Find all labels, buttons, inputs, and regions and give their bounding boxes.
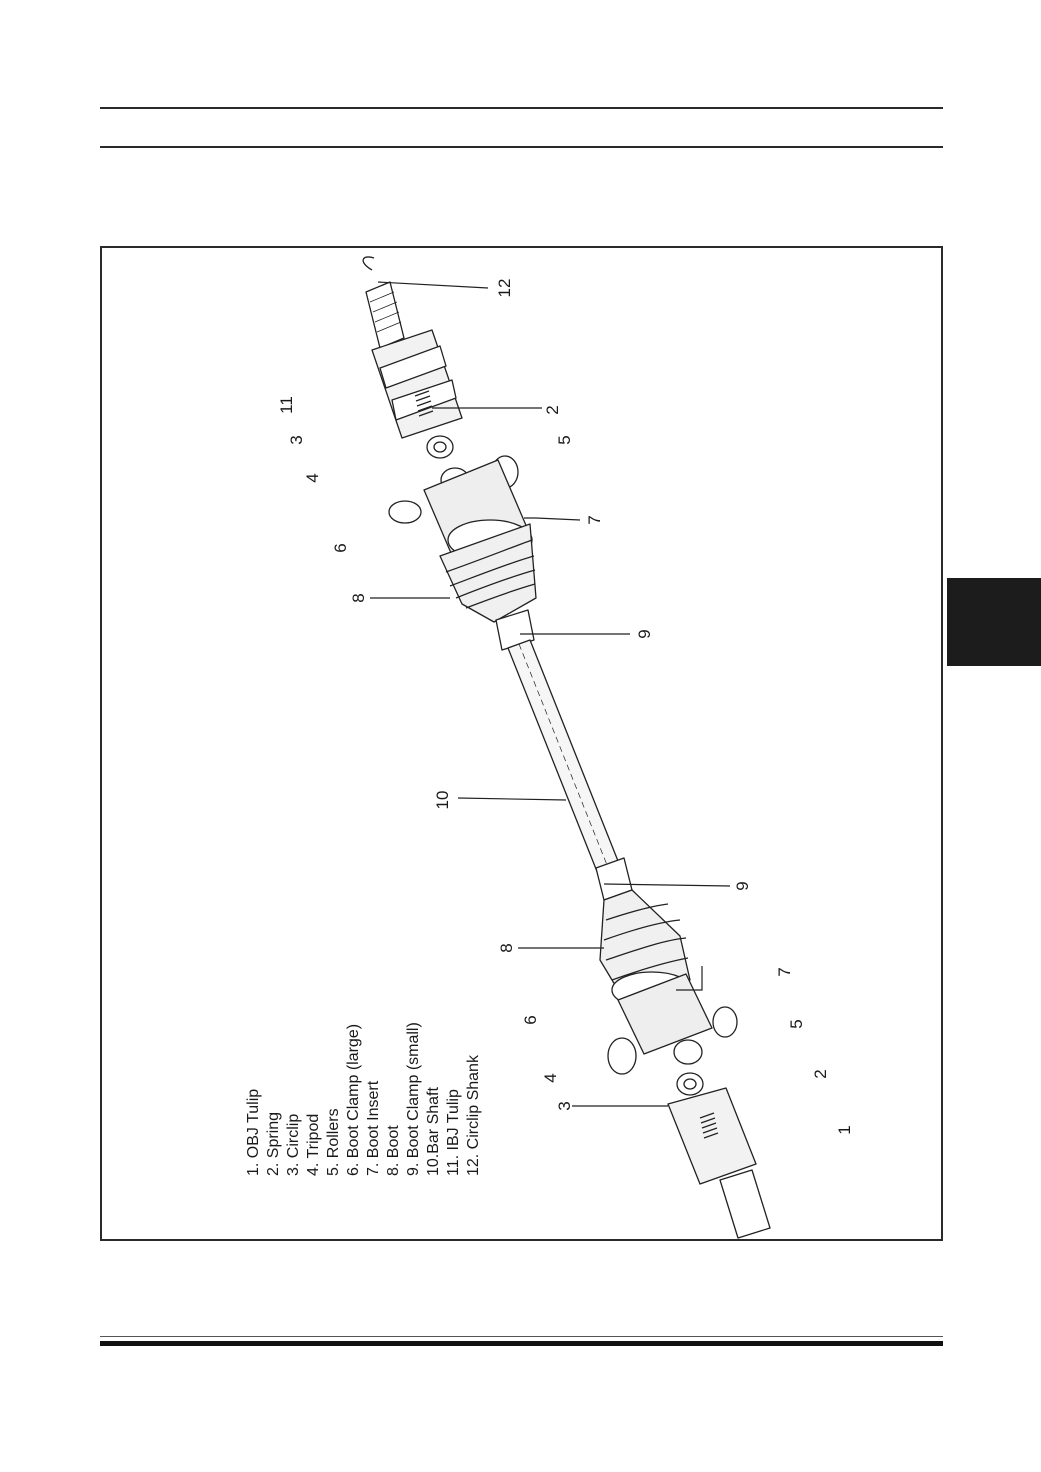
ibj-spring	[414, 390, 434, 417]
legend-item: 9. Boot Clamp (small)	[405, 1022, 422, 1176]
obj-roller	[712, 1006, 738, 1038]
callout-6: 6	[331, 543, 350, 552]
obj-stub-shaft	[719, 1169, 771, 1239]
callout-leaders	[370, 281, 731, 1107]
ibj-roller	[388, 500, 422, 524]
footer-rule-thin	[100, 1336, 943, 1337]
legend-item: 3. Circlip	[285, 1114, 302, 1176]
figure-frame	[100, 246, 943, 1241]
callout-3-obj: 3	[555, 1101, 574, 1110]
obj-boot-insert	[617, 973, 713, 1055]
callout-9-obj: 9	[733, 881, 752, 890]
circlip-shank	[362, 256, 375, 271]
callout-numbers: 12 11 2 3 5 4 7 6 8 9 10 9 8 7 6 5 4 2 3…	[277, 279, 854, 1135]
legend-item: 2. Spring	[265, 1112, 282, 1176]
obj-spring	[699, 1112, 719, 1139]
obj-tulip	[667, 1087, 757, 1185]
callout-7-obj: 7	[775, 967, 794, 976]
callout-7: 7	[585, 515, 604, 524]
header-rule-top	[100, 107, 943, 109]
legend-item: 8. Boot	[385, 1125, 402, 1176]
legend-item: 5. Rollers	[325, 1108, 342, 1176]
ibj-boot-clamp-small	[495, 609, 535, 651]
header-rule-bottom	[100, 146, 943, 148]
legend-item: 6. Boot Clamp (large)	[345, 1024, 362, 1176]
ibj-spline-stub	[365, 281, 405, 349]
legend-item: 12. Circlip Shank	[465, 1054, 482, 1176]
callout-8: 8	[349, 593, 368, 602]
callout-2-obj: 2	[811, 1069, 830, 1078]
callout-1: 1	[835, 1125, 854, 1134]
obj-roller	[607, 1037, 637, 1075]
footer-rule-thick	[100, 1341, 943, 1346]
legend-item: 10.Bar Shaft	[425, 1087, 442, 1177]
callout-9: 9	[635, 629, 654, 638]
callout-4-obj: 4	[541, 1073, 560, 1082]
ibj-boot	[439, 523, 537, 623]
legend-item: 4. Tripod	[305, 1114, 322, 1176]
callout-8-obj: 8	[497, 943, 516, 952]
legend-item: 11. IBJ Tulip	[445, 1089, 462, 1176]
obj-tripod-hub	[673, 1039, 703, 1065]
callout-2: 2	[543, 405, 562, 414]
drive-shaft-illustration	[362, 256, 771, 1239]
callout-3: 3	[287, 435, 306, 444]
callout-11: 11	[277, 396, 296, 414]
parts-legend: 1. OBJ Tulip 2. Spring 3. Circlip 4. Tri…	[245, 1022, 482, 1176]
legend-item: 1. OBJ Tulip	[245, 1089, 262, 1176]
section-thumb-tab	[947, 578, 1041, 666]
legend-item: 7. Boot Insert	[365, 1080, 382, 1176]
callout-12: 12	[495, 279, 514, 298]
callout-4: 4	[303, 473, 322, 482]
callout-5-obj: 5	[787, 1019, 806, 1028]
callout-10: 10	[433, 791, 452, 810]
callout-5: 5	[555, 435, 574, 444]
callout-6-obj: 6	[521, 1015, 540, 1024]
